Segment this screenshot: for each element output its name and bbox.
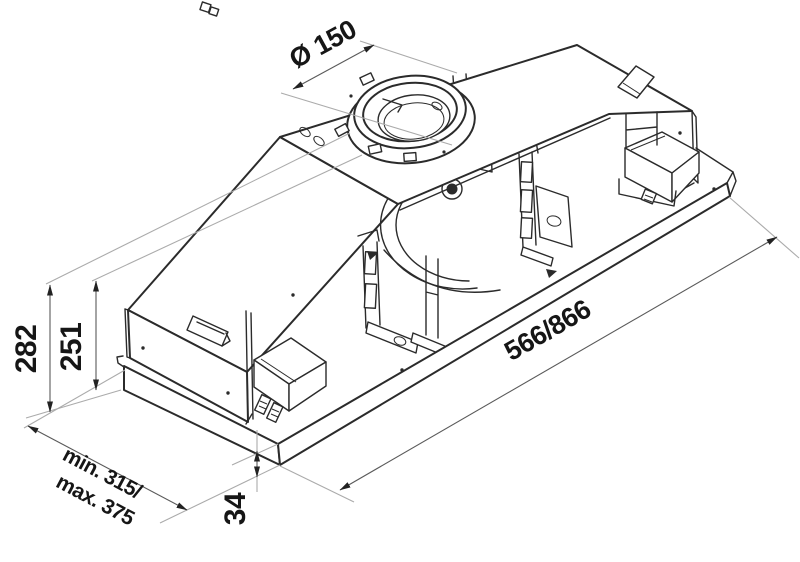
dim-label-height-body: 251 (55, 323, 88, 372)
junction-box-left (245, 337, 327, 425)
dim-label-frame-height: 34 (219, 492, 252, 525)
dim-label-height-total: 282 (10, 325, 43, 374)
dim-label-duct-diameter: Ø 150 (284, 14, 361, 74)
dim-line-recess-depth (27, 425, 188, 511)
duct-collar (299, 72, 476, 165)
dim-line-width (339, 236, 778, 491)
dim-line-duct-diameter (292, 44, 375, 90)
mounting-tab (617, 65, 655, 99)
junction-box-right (618, 111, 700, 207)
